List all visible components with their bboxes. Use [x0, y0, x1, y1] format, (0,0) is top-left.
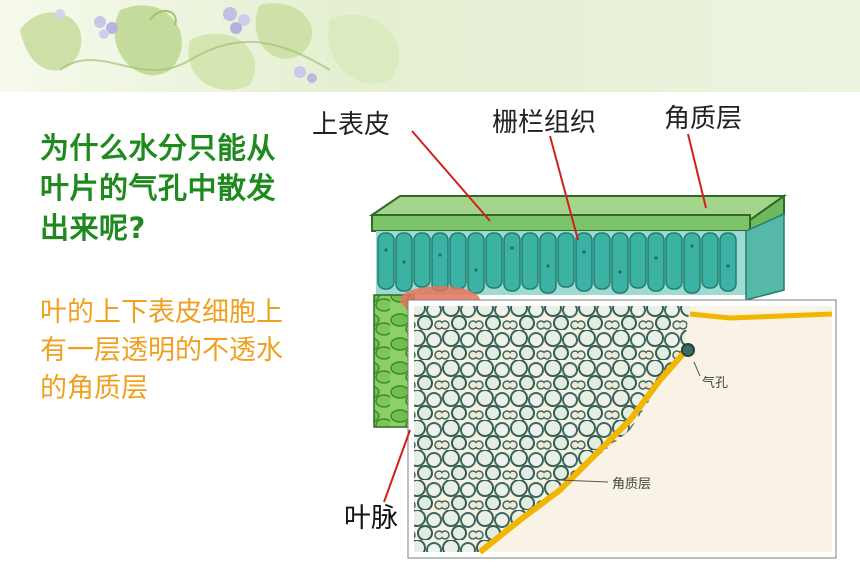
leaf-cross-section-diagram	[368, 130, 837, 559]
label-palisade-tissue: 栅栏组织	[492, 108, 597, 138]
answer-text: 叶的上下表皮细胞上有一层透明的不透水的角质层	[40, 297, 283, 404]
label-leaf-vein: 叶脉	[344, 503, 398, 534]
pointer-lines	[383, 130, 707, 503]
palisade-cells	[376, 212, 785, 301]
question-text: 为什么水分只能从叶片的气孔中散发出来呢?	[40, 131, 277, 245]
label-cuticle-inset: 角质层	[612, 477, 652, 492]
label-stoma: 气孔	[702, 376, 729, 391]
label-cuticle-top: 角质层	[664, 104, 743, 134]
vine-banner	[0, 0, 860, 92]
stoma-micrograph-inset	[407, 299, 837, 559]
label-upper-epidermis: 上表皮	[312, 110, 391, 140]
